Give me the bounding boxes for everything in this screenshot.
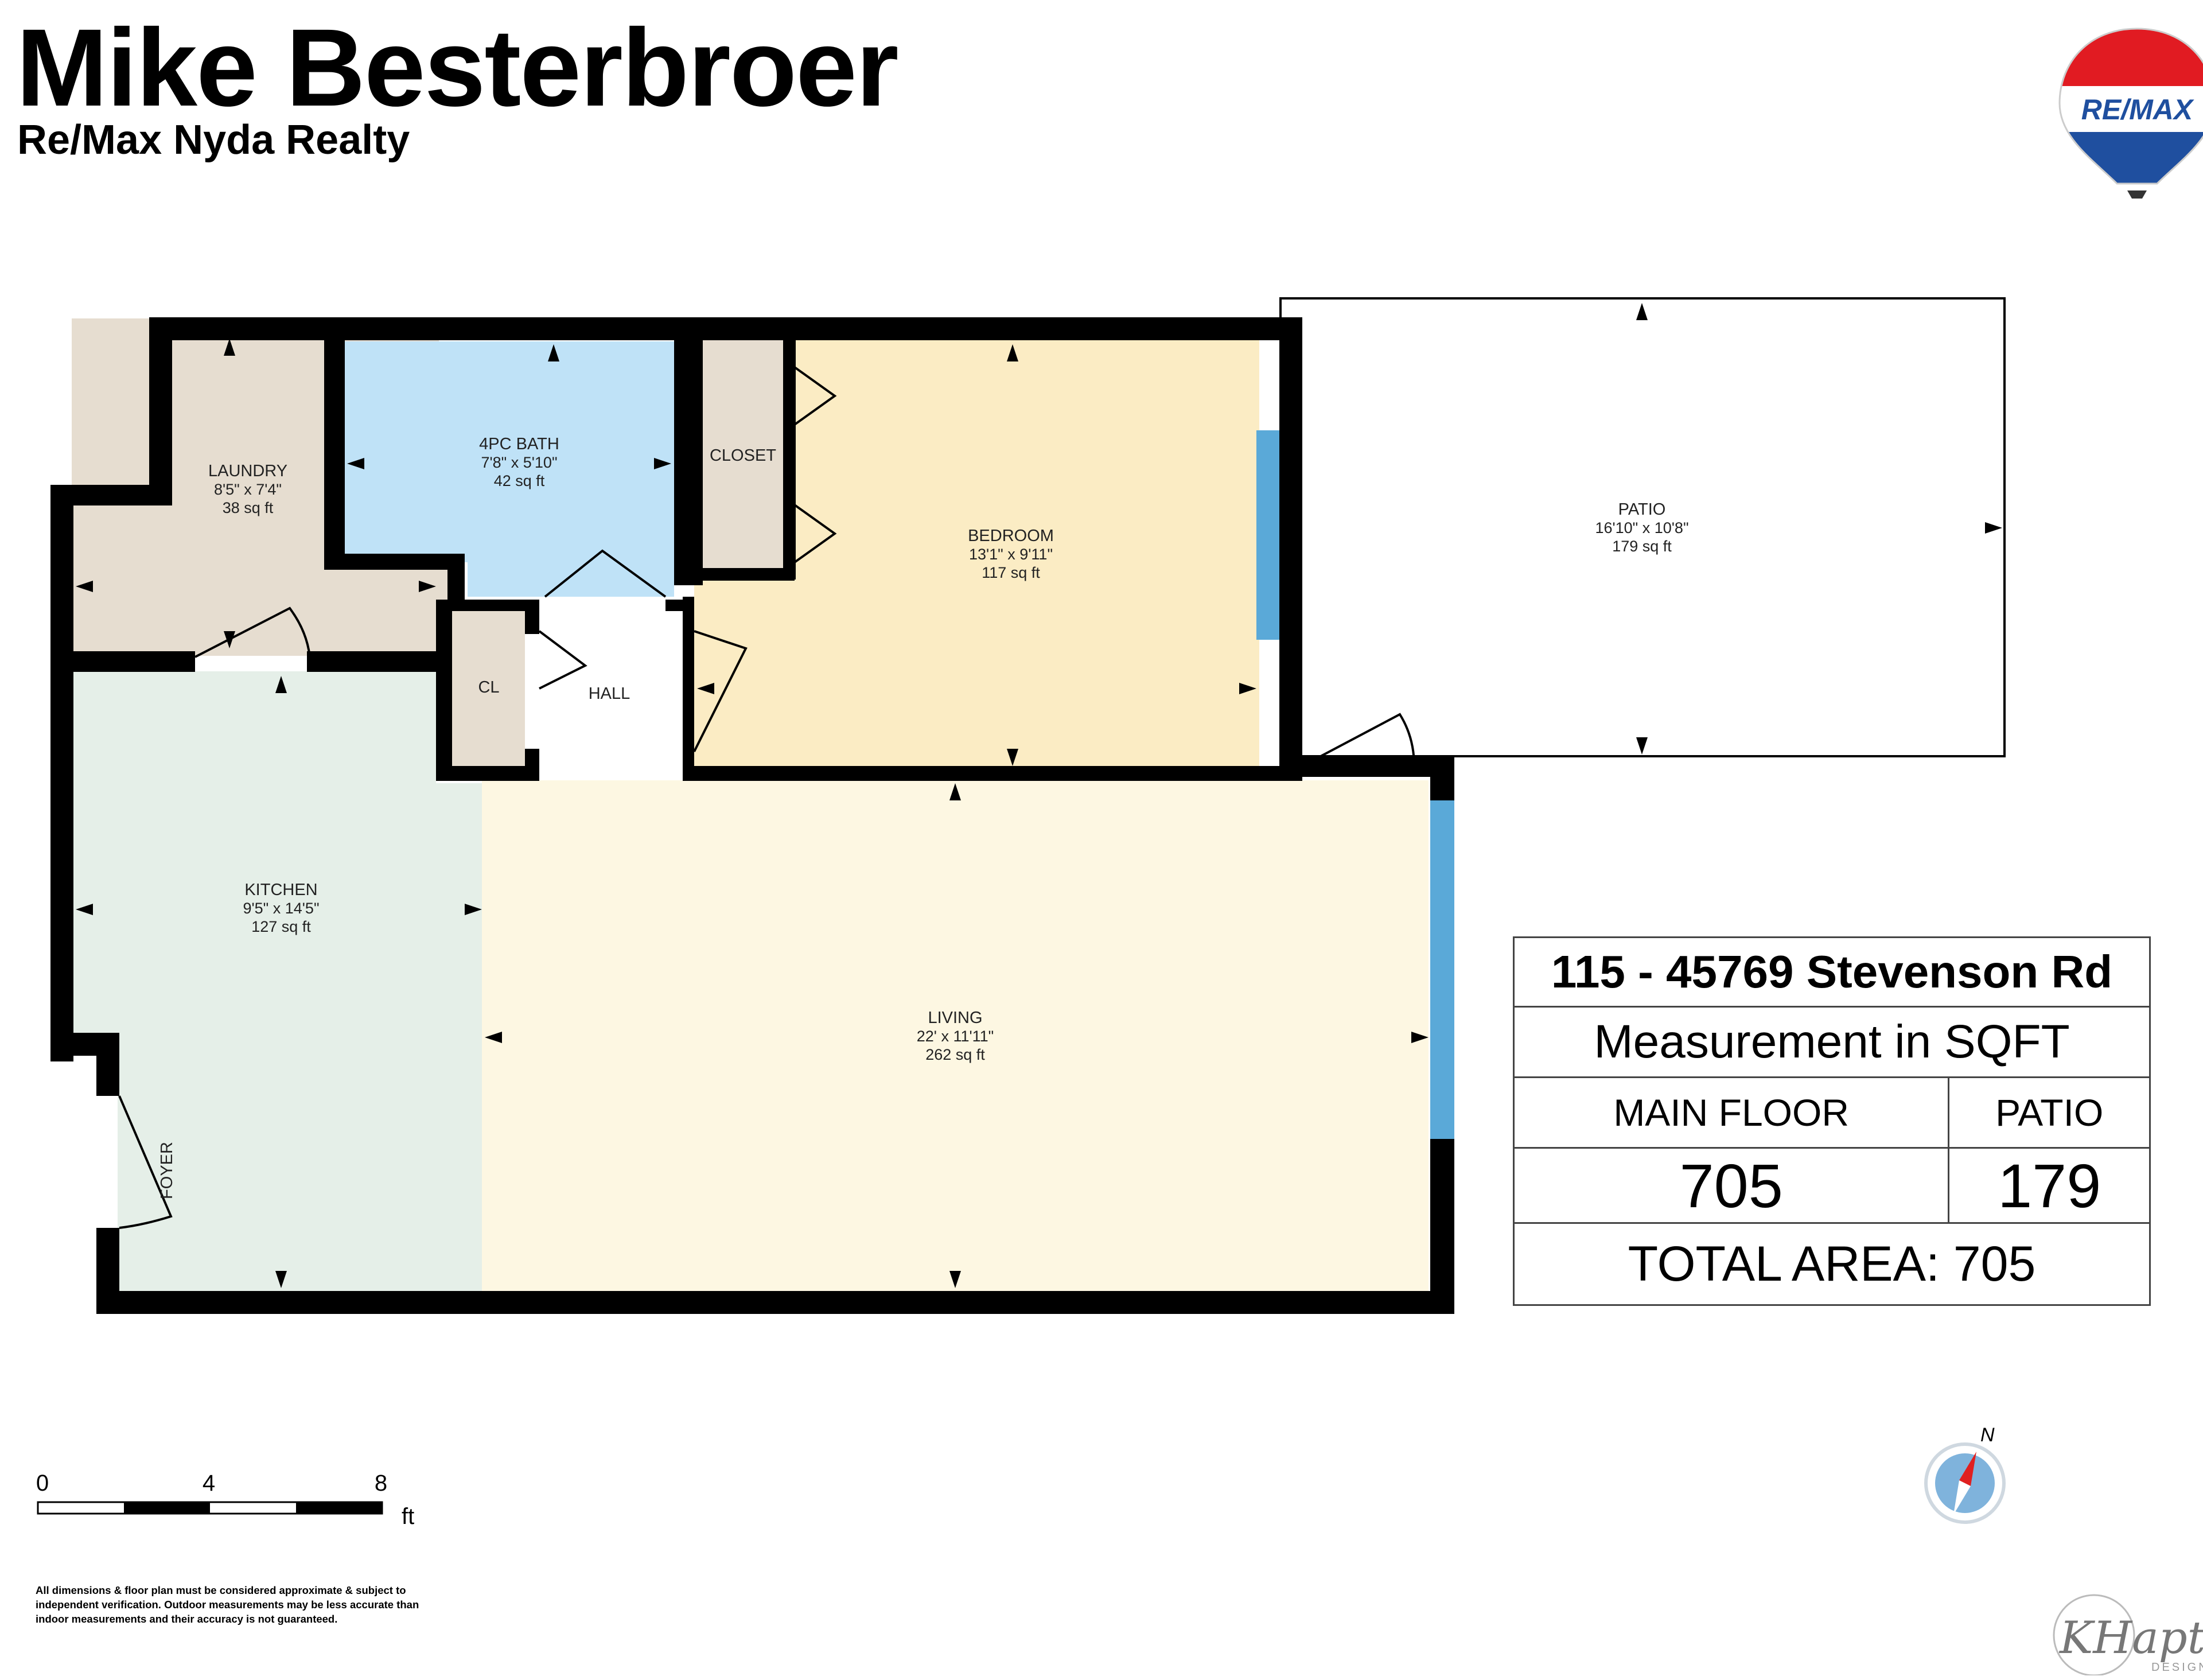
room-living [482, 780, 1429, 1291]
disclaimer: All dimensions & floor plan must be cons… [36, 1584, 419, 1625]
room-bath [344, 341, 674, 597]
property-address: 115 - 45769 Stevenson Rd [1513, 936, 2151, 1008]
patio-area: 179 sq ft [1612, 538, 1672, 555]
scale-bar: 0 4 8 ft [36, 1471, 414, 1529]
designer-brand: KHaptive [2060, 1612, 2203, 1664]
kitchen-dims: 9'5" x 14'5" [243, 900, 319, 917]
compass-icon: N [1924, 1424, 2006, 1524]
door-swings [118, 366, 1415, 1229]
closet-name: CLOSET [710, 446, 776, 465]
kitchen-name: KITCHEN [244, 881, 317, 899]
room-bedroom-lower [694, 580, 795, 769]
room-hall [539, 608, 683, 780]
living-dims: 22' x 11'11" [917, 1028, 994, 1045]
patio-outline [1279, 297, 2006, 757]
bath-area: 42 sq ft [494, 472, 545, 489]
main-floor-value: 705 [1512, 1147, 1950, 1224]
room-patio [1279, 298, 2005, 757]
bath-name: 4PC BATH [479, 435, 559, 453]
laundry-name: LAUNDRY [208, 462, 287, 480]
measurement-unit: Measurement in SQFT [1513, 1006, 2151, 1078]
foyer-name: FOYER [158, 1142, 176, 1199]
main-floor-label: MAIN FLOOR [1512, 1076, 1950, 1149]
designer-logo: KHaptive DESIGN [2037, 1589, 2203, 1675]
room-kitchen [73, 671, 482, 1291]
living-name: LIVING [928, 1009, 982, 1027]
logo-text: RE/MAX [2081, 94, 2194, 126]
patio-value: 179 [1948, 1147, 2151, 1224]
scale-tick-4: 4 [203, 1471, 215, 1496]
area-summary-table: 115 - 45769 Stevenson Rd Measurement in … [1512, 936, 2151, 1306]
scale-unit: ft [402, 1504, 414, 1529]
logo-white-band [2060, 86, 2203, 132]
agent-name: Mike Besterbroer [16, 6, 899, 129]
laundry-area: 38 sq ft [223, 499, 274, 516]
room-closet [703, 339, 783, 574]
bedroom-name: BEDROOM [968, 527, 1054, 545]
bedroom-window [1256, 430, 1279, 640]
total-area: TOTAL AREA: 705 [1513, 1222, 2151, 1306]
bath-dims: 7'8" x 5'10" [481, 454, 557, 471]
patio-dims: 16'10" x 10'8" [1595, 519, 1688, 536]
living-area: 262 sq ft [925, 1046, 985, 1063]
bedroom-dims: 13'1" x 9'11" [969, 546, 1053, 563]
compass-north: N [1980, 1424, 1995, 1446]
walls [50, 317, 1454, 1314]
room-laundry-shape [73, 333, 459, 654]
room-labels: LAUNDRY 8'5" x 7'4" 38 sq ft 4PC BATH 7'… [158, 435, 1689, 1199]
patio-label: PATIO [1948, 1076, 2151, 1149]
room-cl [450, 608, 525, 769]
kitchen-area: 127 sq ft [251, 918, 311, 935]
scale-tick-0: 0 [36, 1471, 49, 1496]
laundry-dims: 8'5" x 7'4" [214, 481, 282, 498]
hall-name: HALL [589, 685, 630, 703]
scale-tick-8: 8 [375, 1471, 387, 1496]
room-bedroom [795, 339, 1259, 769]
patio-name: PATIO [1618, 500, 1666, 519]
dimension-arrows [76, 303, 2002, 1288]
bedroom-area: 117 sq ft [982, 564, 1040, 581]
agent-company: Re/Max Nyda Realty [17, 117, 410, 163]
living-window [1430, 800, 1454, 1139]
designer-sub: DESIGN [2151, 1661, 2203, 1674]
remax-balloon-logo: RE/MAX [2058, 28, 2203, 199]
cl-name: CL [478, 678, 499, 697]
